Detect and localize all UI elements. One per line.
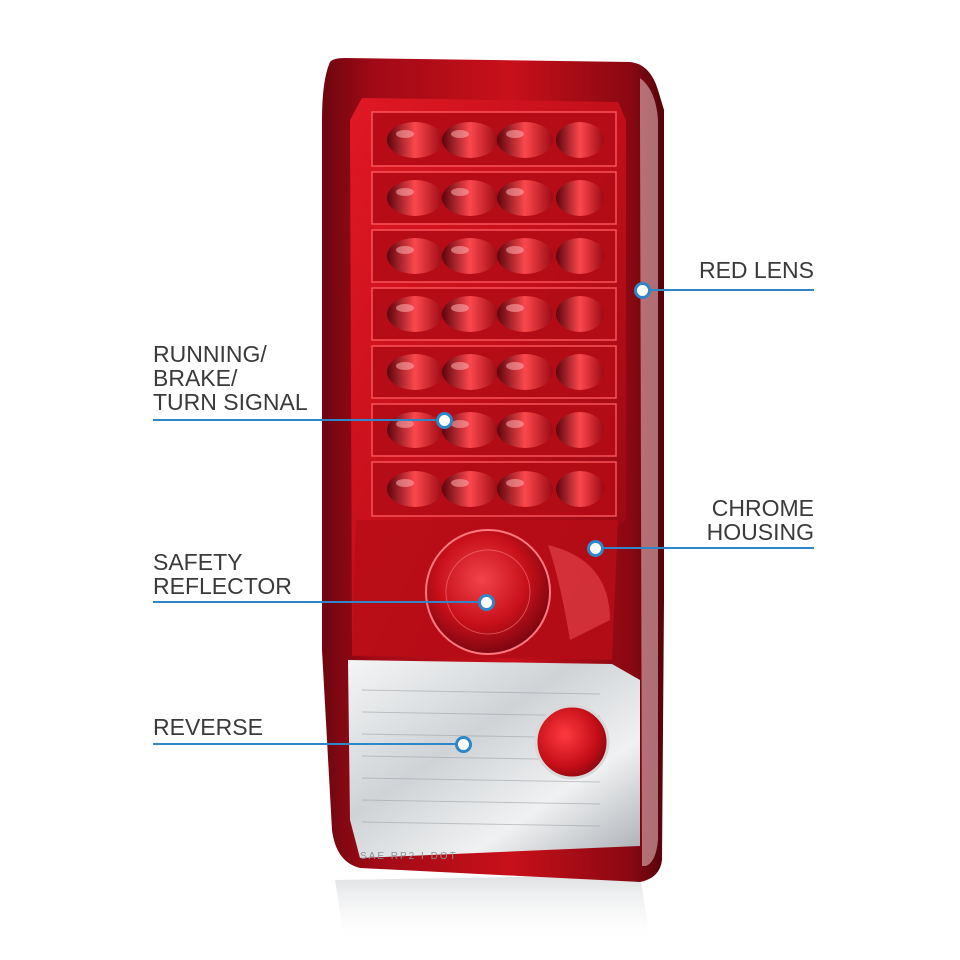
callout-line-running-brake-turn <box>153 419 443 421</box>
callout-label-red-lens: RED LENS <box>690 258 814 282</box>
callout-reverse-line-1: REVERSE <box>153 714 263 740</box>
callout-running-line-3: TURN SIGNAL <box>153 389 308 415</box>
led-highlights <box>396 130 524 487</box>
callout-line-safety-reflector <box>153 601 485 603</box>
callout-dot-running-brake-turn <box>436 412 453 429</box>
callout-label-chrome-housing: CHROME HOUSING <box>680 496 814 544</box>
small-red-reflector <box>534 704 610 780</box>
callout-line-reverse <box>153 743 462 745</box>
callout-label-reverse: REVERSE <box>153 715 263 739</box>
lens-dot-marking: SAE RP2 I DOT <box>360 851 458 862</box>
callout-line-chrome-housing <box>595 547 814 549</box>
callout-dot-reverse <box>455 736 472 753</box>
callout-dot-safety-reflector <box>478 594 495 611</box>
floor-reflection <box>335 875 650 945</box>
callout-label-running-brake-turn: RUNNING/ BRAKE/ TURN SIGNAL <box>153 342 308 414</box>
callout-label-safety-reflector: SAFETY REFLECTOR <box>153 550 292 598</box>
callout-dot-red-lens <box>634 282 651 299</box>
callout-safety-line-1: SAFETY <box>153 549 243 575</box>
safety-reflector-disc <box>425 529 551 655</box>
chrome-edge <box>640 78 658 866</box>
callout-dot-chrome-housing <box>587 540 604 557</box>
chrome-bowl <box>548 545 610 640</box>
callout-line-red-lens <box>642 289 814 291</box>
callout-chrome-line-2: HOUSING <box>706 519 814 545</box>
callout-red-lens-line-1: RED LENS <box>698 257 814 283</box>
callout-chrome-line-1: CHROME <box>711 495 814 521</box>
callout-safety-line-2: REFLECTOR <box>153 573 292 599</box>
callout-running-line-1: RUNNING/ <box>153 341 267 367</box>
callout-running-line-2: BRAKE/ <box>153 365 238 391</box>
